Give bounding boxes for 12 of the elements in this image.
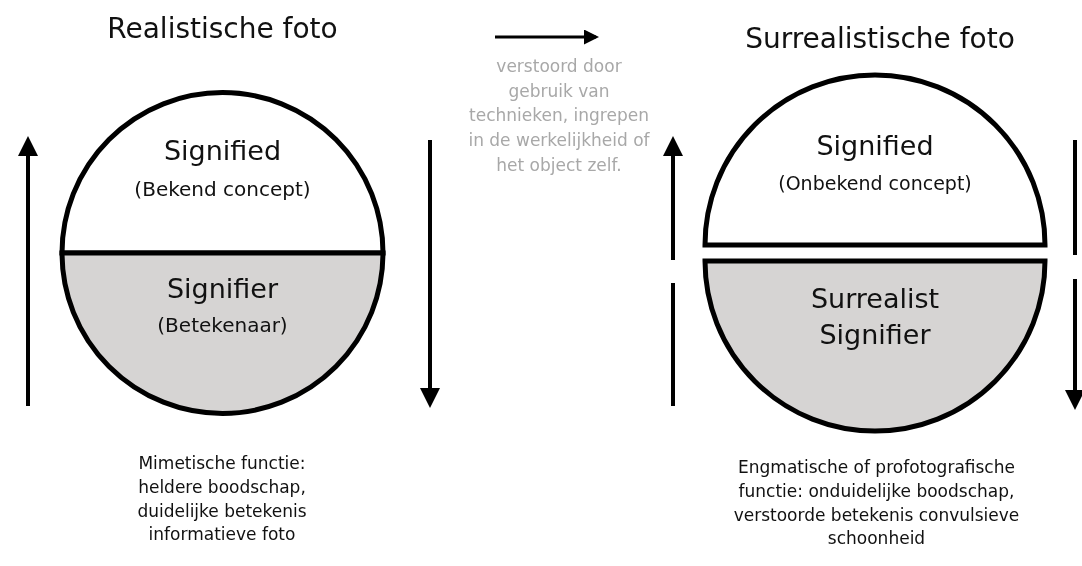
title: Surrealistische foto [744,22,1016,56]
caption: Mimetische functie: heldere boodschap, duidelijke betekenis informatieve foto [136,452,308,547]
term-label: Signified [162,135,283,168]
title: Realistische foto [106,12,339,46]
term-label: Signified [815,130,935,163]
term-subtitle: (Bekend concept) [133,177,312,201]
note: verstoord door gebruik van technieken, ingrepen in de werkelijkheid of het object zelf. [468,55,650,177]
caption: Engmatische of profotografische functie: onduidelijke boodschap, verstoorde betekenis convulsieve schoonheid [732,456,1021,551]
term-label: Surrealist Signifier [809,282,941,353]
term-subtitle: (Onbekend concept) [777,172,973,195]
term-label: Signifier [165,273,280,306]
term-subtitle: (Betekenaar) [156,313,289,337]
